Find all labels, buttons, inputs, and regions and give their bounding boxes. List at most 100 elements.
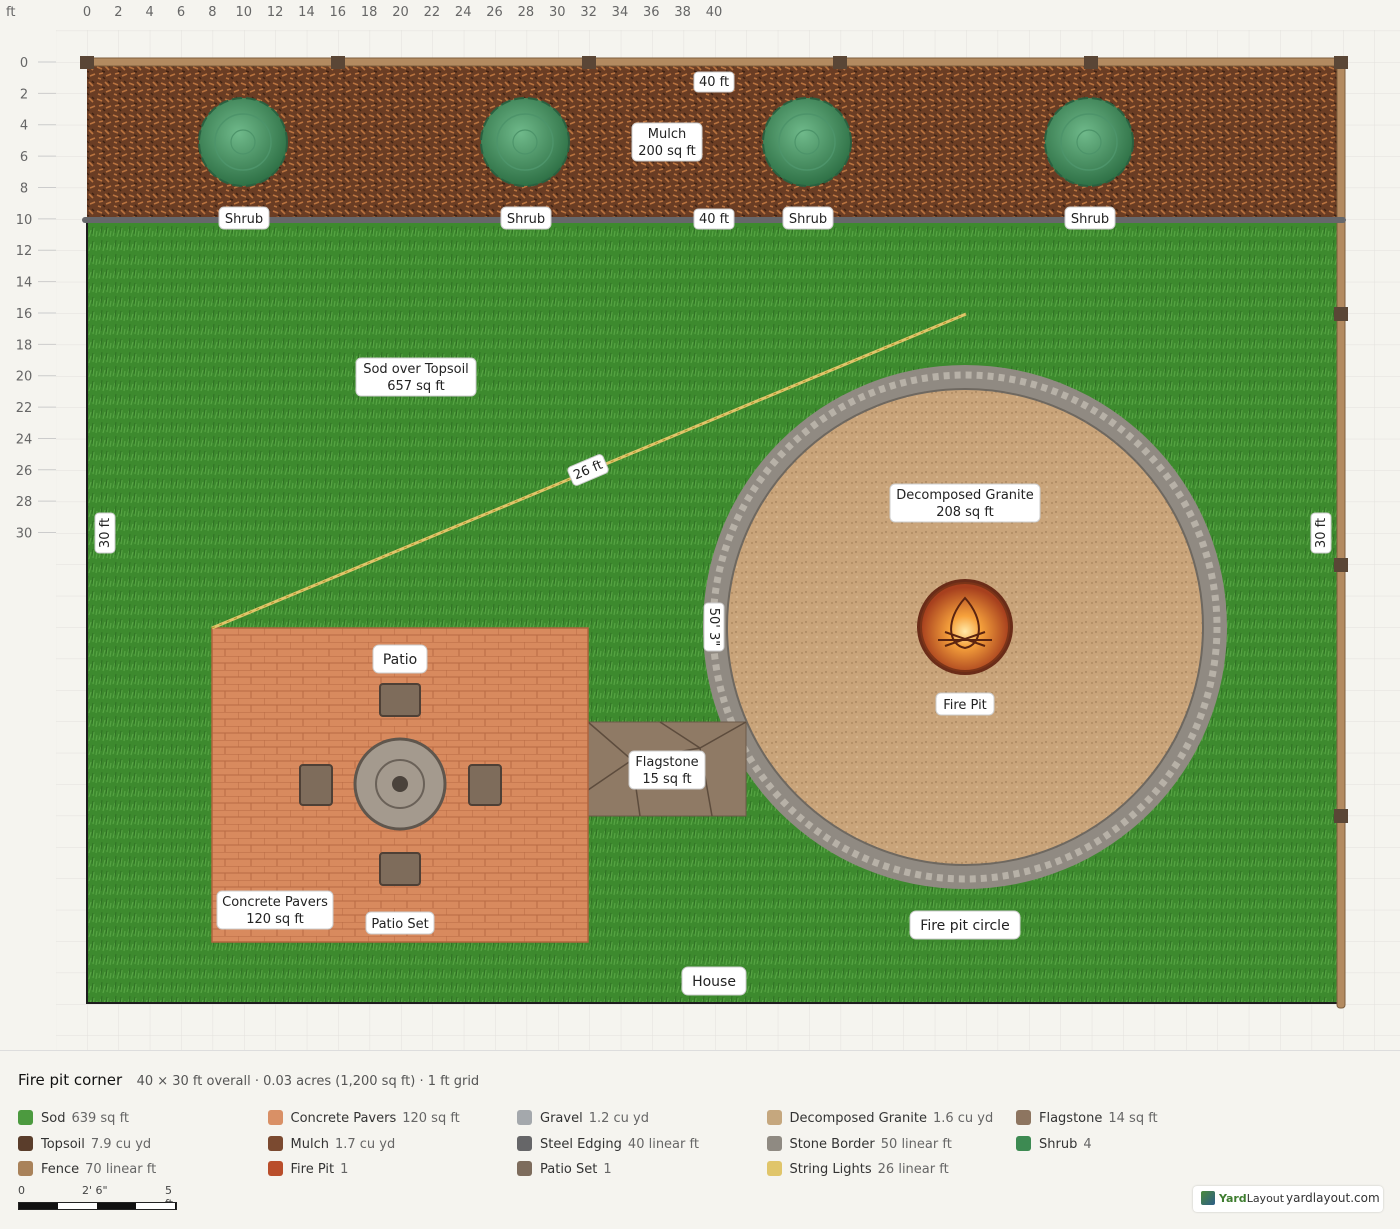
svg-text:Patio: Patio: [383, 652, 417, 668]
legend-label: String Lights: [789, 1162, 872, 1177]
label-patio-set: Patio Set: [365, 911, 435, 935]
ruler-y-tick: 26: [16, 464, 33, 479]
legend-label: Concrete Pavers: [290, 1111, 397, 1126]
legend-label: Sod: [41, 1111, 66, 1126]
brand-url[interactable]: yardlayout.com: [1286, 1191, 1380, 1205]
fence-post: [331, 56, 345, 69]
fence-post: [1334, 307, 1348, 321]
legend-quantity: 1: [603, 1162, 612, 1177]
svg-text:Shrub: Shrub: [1071, 212, 1109, 227]
legend-swatch: [1016, 1110, 1031, 1125]
ruler-x-tick: 26: [486, 5, 503, 20]
scale-bar: 0 2' 6" 5 ft: [18, 1184, 178, 1214]
ruler-x-tick: 24: [455, 5, 472, 20]
label-firepit: Fire Pit: [935, 692, 995, 716]
svg-text:657 sq ft: 657 sq ft: [387, 379, 445, 394]
svg-text:Flagstone: Flagstone: [635, 755, 698, 770]
fence-post: [1084, 56, 1098, 69]
ruler-y-tick: 2: [20, 87, 28, 102]
ruler-x-tick: 28: [518, 5, 535, 20]
legend-swatch: [766, 1135, 782, 1151]
fence[interactable]: [80, 56, 1348, 1009]
ruler-x-tick: 34: [612, 5, 629, 20]
label-fire-circle: Fire pit circle: [909, 910, 1021, 940]
shrub[interactable]: [198, 97, 288, 187]
legend-label: Flagstone: [1039, 1111, 1103, 1126]
ruler-x-tick: 2: [114, 5, 122, 20]
legend-item: Patio Set 1: [517, 1161, 612, 1177]
legend-label: Decomposed Granite: [789, 1111, 927, 1126]
svg-text:50' 3": 50' 3": [706, 608, 721, 647]
svg-text:Shrub: Shrub: [507, 212, 545, 227]
legend-swatch: [18, 1135, 33, 1151]
shrub[interactable]: [480, 97, 570, 187]
plan-name: Fire pit corner: [18, 1071, 123, 1089]
legend-label: Fence: [41, 1162, 80, 1177]
label-patio: Patio: [372, 644, 428, 674]
ruler-y-tick: 16: [16, 307, 33, 322]
svg-text:Fire Pit: Fire Pit: [943, 698, 987, 713]
ruler-x-tick: 38: [674, 5, 691, 20]
ruler-y-tick: 14: [16, 276, 33, 291]
ruler-y-tick: 22: [16, 401, 33, 416]
ruler-x-tick: 32: [580, 5, 597, 20]
ruler-y-tick: 30: [16, 527, 33, 542]
ruler-y-tick: 24: [16, 432, 33, 447]
yardlayout-logo-icon: [1201, 1191, 1215, 1205]
ruler-x-tick: 8: [208, 5, 216, 20]
legend-swatch: [766, 1110, 782, 1125]
ruler-x-tick: 14: [298, 5, 315, 20]
shrub[interactable]: [762, 97, 852, 187]
ruler-x-tick: 40: [706, 5, 723, 20]
legend-swatch: [517, 1110, 532, 1125]
legend-swatch: [517, 1135, 532, 1151]
label-left-dim: 30 ft: [94, 512, 116, 554]
shrub[interactable]: [1044, 97, 1134, 187]
legend-item: Decomposed Granite 1.6 cu yd: [766, 1110, 994, 1126]
ruler-unit: ft: [6, 5, 15, 20]
fence-post: [80, 56, 94, 69]
ruler-x-tick: 4: [146, 5, 154, 20]
svg-text:Shrub: Shrub: [225, 212, 263, 227]
label-dg: Decomposed Granite 208 sq ft: [889, 483, 1041, 523]
fence-post: [1334, 558, 1348, 572]
ruler-x-tick: 20: [392, 5, 409, 20]
svg-text:30 ft: 30 ft: [1314, 518, 1329, 548]
ruler-x-tick: 16: [330, 5, 347, 20]
scale-label-mid: 2' 6": [82, 1184, 108, 1197]
plan-summary: Fire pit corner 40 × 30 ft overall · 0.0…: [18, 1071, 479, 1089]
label-top-dim: 40 ft: [693, 71, 735, 93]
ruler-x-tick: 18: [361, 5, 378, 20]
ruler-y-tick: 18: [16, 338, 33, 353]
label-shrub: Shrub: [1064, 206, 1116, 230]
legend-label: Patio Set: [540, 1162, 598, 1177]
legend-quantity: 26 linear ft: [877, 1162, 949, 1177]
legend-quantity: 50 linear ft: [880, 1136, 952, 1152]
plan-meta: 40 × 30 ft overall · 0.03 acres (1,200 s…: [136, 1074, 480, 1089]
legend-swatch: [18, 1161, 33, 1176]
svg-text:Shrub: Shrub: [789, 212, 827, 227]
legend-label: Stone Border: [789, 1136, 875, 1152]
label-shrub: Shrub: [218, 206, 270, 230]
ruler-y-tick: 20: [16, 370, 33, 385]
legend-label: Topsoil: [41, 1136, 85, 1152]
svg-text:15 sq ft: 15 sq ft: [642, 772, 691, 787]
ruler-y-tick: 8: [20, 181, 28, 196]
legend-quantity: 40 linear ft: [627, 1136, 699, 1152]
fence-post: [1334, 809, 1348, 823]
ruler-x-tick: 12: [267, 5, 284, 20]
fire-pit[interactable]: [917, 579, 1013, 675]
label-edging-dim: 40 ft: [693, 208, 735, 230]
legend-quantity: 1.6 cu yd: [932, 1111, 994, 1126]
patio-set[interactable]: [299, 683, 502, 886]
svg-text:40 ft: 40 ft: [699, 75, 729, 90]
fence-post: [833, 56, 847, 69]
brand-badge[interactable]: YardLayout yardlayout.com: [1193, 1186, 1383, 1212]
